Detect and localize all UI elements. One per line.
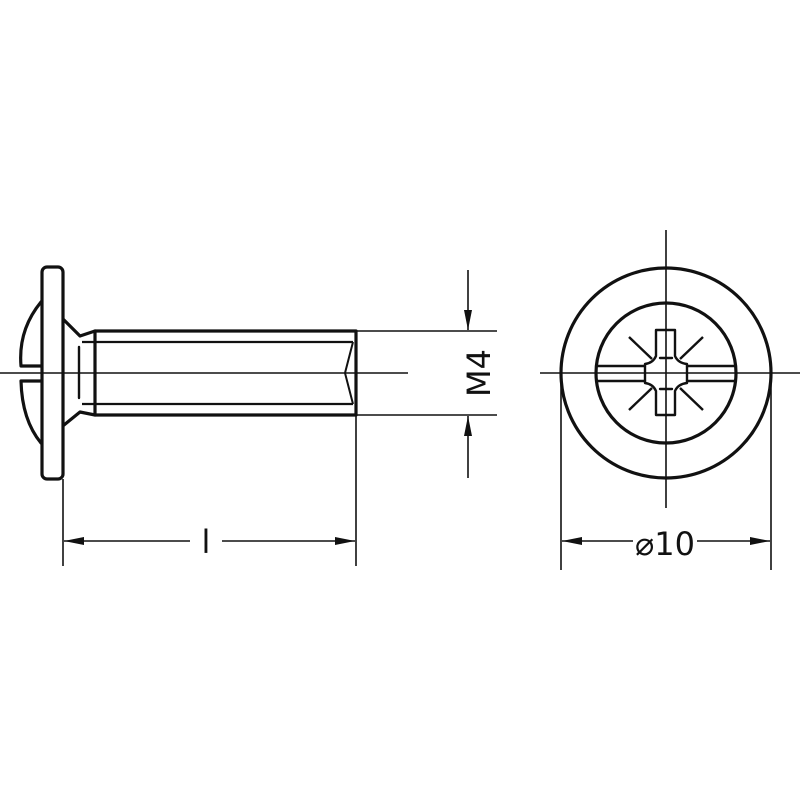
diameter-dimension: ⌀10 [560, 375, 772, 570]
thread-label: M4 [460, 349, 498, 397]
side-view [0, 265, 408, 481]
thread-dimension: M4 [357, 270, 498, 478]
diameter-label: ⌀10 [635, 525, 695, 563]
dome-with-slot [19, 300, 43, 445]
pozidriv-recess-icon [595, 328, 737, 417]
length-dimension: l [62, 415, 357, 566]
countersink [62, 318, 97, 427]
length-label: l [202, 523, 211, 561]
front-view [540, 230, 800, 508]
